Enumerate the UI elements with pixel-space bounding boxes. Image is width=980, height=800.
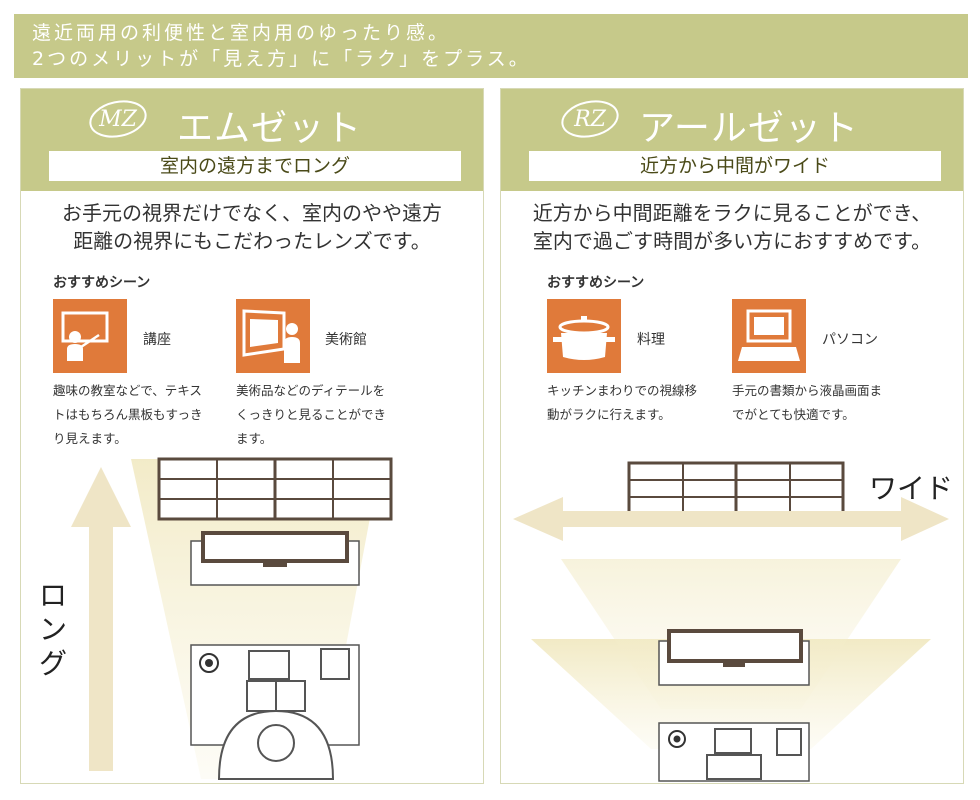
mz-title: エムゼット bbox=[177, 108, 363, 149]
desk-icon bbox=[190, 644, 360, 780]
mz-subtitle: 室内の遠方までロング bbox=[49, 151, 461, 181]
desk-icon bbox=[658, 722, 810, 782]
wide-arrow-icon bbox=[513, 497, 949, 541]
scene-text-museum: 美術品などのディテールを くっきりと見ることができ ます。 bbox=[236, 383, 387, 446]
rz-scenes-label: おすすめシーン bbox=[547, 275, 645, 291]
tv-icon bbox=[658, 629, 810, 686]
banner-line-2: 2つのメリットが「見え方」に「ラク」をプラス。 bbox=[32, 48, 531, 70]
mz-panel: MZ エムゼット 室内の遠方までロング お手元の視界だけでなく、室内のやや遠方 … bbox=[20, 88, 484, 784]
museum-icon bbox=[236, 299, 310, 373]
mz-logo-icon: MZ bbox=[89, 100, 147, 138]
rz-panel: RZ アールゼット 近方から中間がワイド 近方から中間距離をラクに見ることができ… bbox=[500, 88, 964, 784]
rz-subtitle: 近方から中間がワイド bbox=[529, 151, 941, 181]
computer-icon bbox=[732, 299, 806, 373]
scene-name-computer: パソコン bbox=[822, 332, 878, 348]
rz-title: アールゼット bbox=[639, 108, 859, 149]
rz-panel-header: RZ アールゼット 近方から中間がワイド bbox=[501, 89, 963, 191]
tv-icon bbox=[190, 531, 360, 586]
cooking-pot-icon bbox=[547, 299, 621, 373]
lecture-icon bbox=[53, 299, 127, 373]
rz-description: 近方から中間距離をラクに見ることができ、 室内で過ごす時間が多い方におすすめです… bbox=[532, 201, 932, 253]
rz-illustration bbox=[513, 461, 949, 782]
svg-text:MZ: MZ bbox=[98, 107, 138, 132]
rz-direction-label: ワイド bbox=[869, 472, 954, 505]
window-icon bbox=[157, 457, 393, 521]
rz-logo-icon: RZ bbox=[561, 100, 619, 138]
mz-panel-header: MZ エムゼット 室内の遠方までロング bbox=[21, 89, 483, 191]
svg-text:RZ: RZ bbox=[573, 107, 607, 132]
mz-illustration bbox=[71, 457, 393, 780]
mz-description: お手元の視界だけでなく、室内のやや遠方 距離の視界にもこだわったレンズです。 bbox=[62, 201, 442, 253]
mz-scenes-label: おすすめシーン bbox=[53, 275, 151, 291]
mz-direction-label: ロング bbox=[38, 579, 67, 680]
long-arrow-icon bbox=[71, 467, 131, 771]
top-banner: 遠近両用の利便性と室内用のゆったり感。 2つのメリットが「見え方」に「ラク」をプ… bbox=[14, 14, 968, 78]
scene-text-computer: 手元の書類から液晶画面ま でがとても快適です。 bbox=[732, 383, 883, 422]
window-icon bbox=[627, 461, 845, 515]
scene-name-museum: 美術館 bbox=[325, 332, 367, 348]
banner-line-1: 遠近両用の利便性と室内用のゆったり感。 bbox=[32, 22, 451, 44]
scene-text-lecture: 趣味の教室などで、テキス トはもちろん黒板もすっき り見えます。 bbox=[53, 383, 203, 446]
scene-name-cooking: 料理 bbox=[637, 332, 665, 348]
scene-text-cooking: キッチンまわりでの視線移 動がラクに行えます。 bbox=[547, 383, 698, 422]
scene-name-lecture: 講座 bbox=[143, 332, 171, 348]
